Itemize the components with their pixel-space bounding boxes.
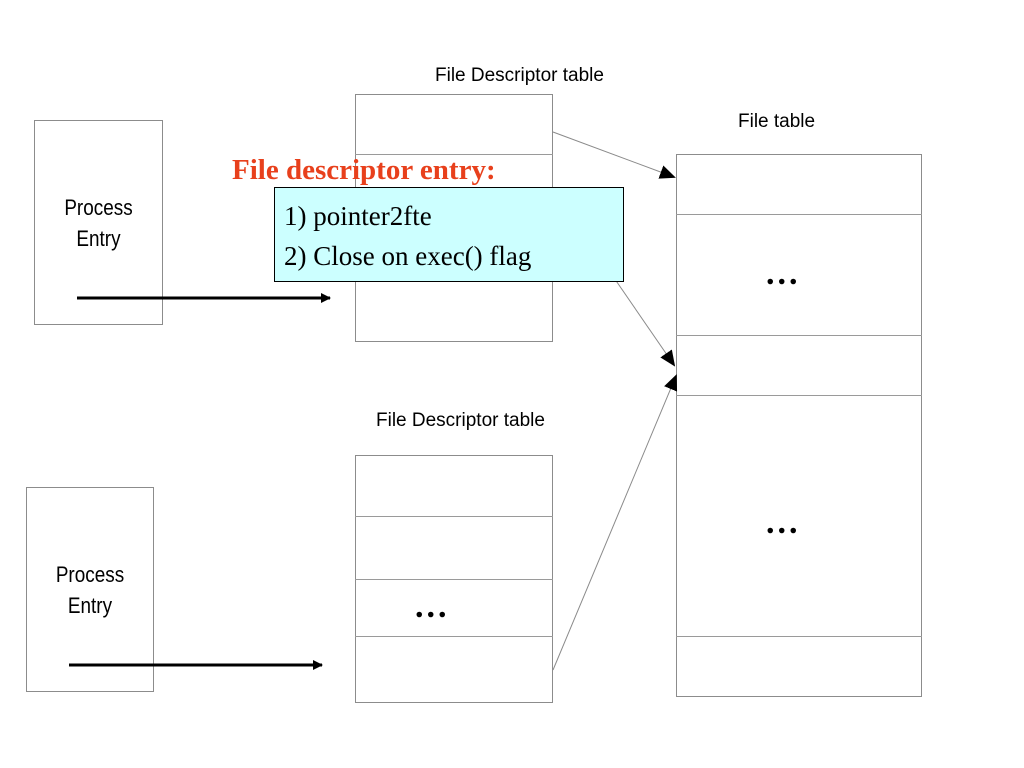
- process-entry-bottom-label: Process Entry: [36, 559, 144, 621]
- fd-table-bottom-title: File Descriptor table: [376, 410, 545, 431]
- fd-table-top-title: File Descriptor table: [435, 65, 604, 86]
- fd-table-bottom-divider-2: [355, 579, 553, 580]
- fd-table-bottom-divider-1: [355, 516, 553, 517]
- file-table-divider-3: [676, 395, 922, 396]
- callout-box: 1) pointer2fte 2) Close on exec() flag: [274, 187, 624, 282]
- fd-table-top-divider: [355, 154, 553, 155]
- file-table-divider-4: [676, 636, 922, 637]
- process-entry-top-label: Process Entry: [44, 192, 153, 254]
- file-table-ellipsis-top: ...: [766, 255, 801, 292]
- process-entry-top: Process Entry: [34, 120, 163, 325]
- process-entry-top-line1: Process: [64, 195, 133, 220]
- fd-top-to-file-arrow-1: [552, 131, 676, 179]
- callout-item-close-on-exec: 2) Close on exec() flag: [284, 241, 532, 271]
- file-table: [676, 154, 922, 697]
- callout-title: File descriptor entry:: [232, 154, 496, 186]
- process-entry-bottom-line1: Process: [55, 562, 125, 587]
- fd-table-bottom-divider-3: [355, 636, 553, 637]
- process-entry-bottom-line2: Entry: [67, 593, 113, 618]
- process-entry-bottom: Process Entry: [26, 487, 154, 692]
- fd-bottom-to-file-arrow: [552, 374, 678, 671]
- file-table-divider-1: [676, 214, 922, 215]
- process-entry-top-line2: Entry: [76, 226, 121, 251]
- file-table-divider-2: [676, 335, 922, 336]
- fd-top-to-file-arrow-2: [609, 271, 676, 367]
- fd-table-bottom-ellipsis: ...: [415, 588, 450, 625]
- callout-item-pointer: 1) pointer2fte: [284, 201, 432, 231]
- file-table-ellipsis-bottom: ...: [766, 504, 801, 541]
- file-table-title: File table: [738, 111, 816, 132]
